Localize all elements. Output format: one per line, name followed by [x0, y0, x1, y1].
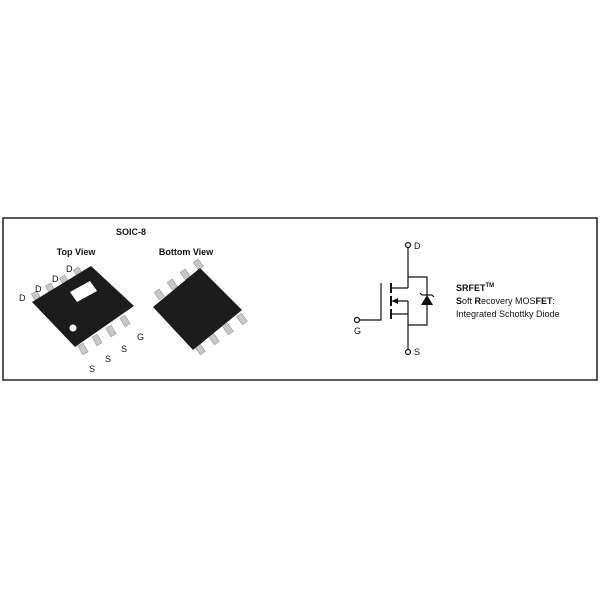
package-title: SOIC-8: [116, 227, 146, 237]
pin-label: D: [35, 284, 42, 294]
device-name: SRFETTM: [456, 283, 494, 293]
schottky-diode-icon: [421, 295, 433, 305]
gate-label: G: [354, 326, 361, 336]
chip-top-view: D D D D S S S G: [19, 264, 144, 374]
logo: [70, 281, 97, 302]
mosfet-schematic: [353, 241, 435, 356]
pin-label: D: [52, 274, 59, 284]
source-label: S: [414, 347, 420, 357]
description-line1: Soft Recovery MOSFET:: [456, 296, 555, 306]
pin-label: S: [121, 344, 127, 354]
pin-label: S: [105, 354, 111, 364]
figure-frame: [2, 217, 598, 381]
top-view-label: Top View: [57, 247, 97, 257]
drain-label: D: [414, 241, 421, 251]
pin-label: S: [89, 364, 95, 374]
pin1-dot: [69, 324, 77, 332]
bottom-view-label: Bottom View: [159, 247, 214, 257]
pin-label: D: [66, 264, 73, 274]
pin-label: D: [19, 293, 26, 303]
pin-label: G: [137, 332, 144, 342]
arrow-icon: [392, 298, 398, 304]
chip-bottom-view: [153, 258, 248, 356]
description-line2: Integrated Schottky Diode: [456, 309, 560, 319]
chip-body: [32, 266, 134, 347]
